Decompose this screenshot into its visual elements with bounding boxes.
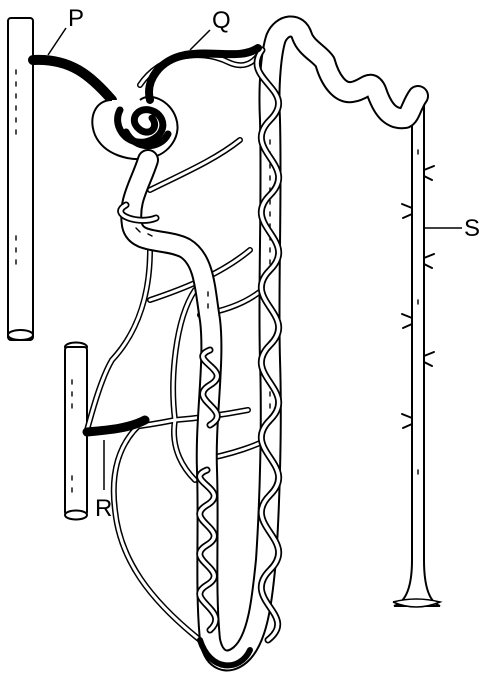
leader-q bbox=[190, 30, 210, 50]
leader-p bbox=[48, 28, 66, 55]
label-s: S bbox=[464, 215, 480, 242]
label-r: R bbox=[95, 495, 112, 522]
glomerulus bbox=[92, 97, 177, 159]
collecting-duct-s bbox=[393, 92, 440, 607]
vessel-p bbox=[8, 18, 33, 340]
arteriole-q bbox=[149, 48, 258, 100]
label-p: P bbox=[68, 5, 84, 32]
arteriole-p bbox=[33, 60, 112, 100]
label-q: Q bbox=[212, 7, 231, 34]
